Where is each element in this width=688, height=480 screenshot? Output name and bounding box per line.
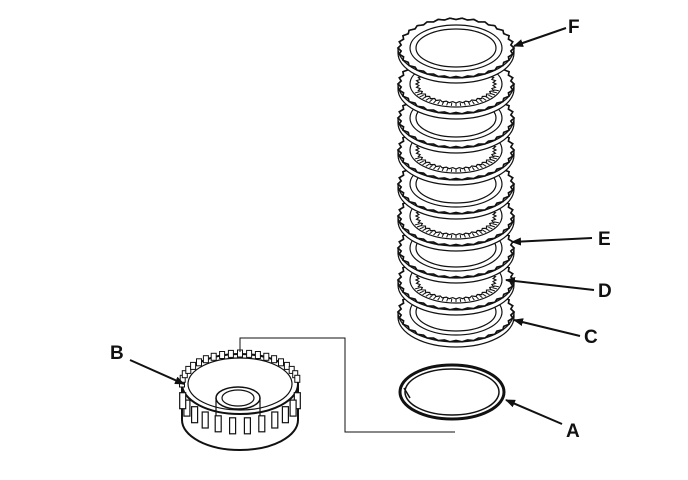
label-d: D (598, 281, 612, 302)
drum-tooth (263, 352, 270, 361)
drum-slot (229, 417, 237, 435)
drum-tooth (294, 374, 301, 383)
drum-tooth (288, 365, 295, 374)
drum-tooth (196, 358, 202, 367)
clutch-plate (396, 17, 516, 84)
label-f: F (568, 17, 580, 38)
guide-lines (239, 337, 455, 433)
label-b: B (110, 343, 124, 364)
callout-c: C (513, 318, 598, 348)
snap-ring (398, 363, 506, 421)
drum-slot (271, 411, 279, 429)
clutch-plate-stack (396, 17, 516, 348)
callout-f: F (513, 17, 580, 47)
label-a: A (566, 421, 580, 442)
label-c: C (584, 327, 598, 348)
drum-slot (258, 415, 266, 433)
callout-d: D (505, 277, 612, 302)
drum-slot (179, 392, 187, 410)
drum-tooth (254, 351, 261, 359)
drum-slot (201, 411, 209, 429)
drum-tooth (210, 352, 217, 361)
drum-tooth (202, 355, 209, 364)
callout-e: E (511, 229, 611, 250)
callout-b: B (110, 343, 185, 385)
drum-tooth (246, 349, 253, 358)
drum-tooth (190, 361, 197, 370)
drum-slot (281, 406, 289, 424)
drum-tooth (271, 355, 278, 364)
drum-tooth (283, 361, 290, 370)
drum-slot (214, 415, 222, 433)
drum-slot (289, 399, 297, 417)
drum-tooth (278, 358, 284, 367)
drum-slot (191, 406, 199, 424)
clutch-drum (179, 349, 301, 451)
drum-tooth (185, 365, 192, 374)
callout-a: A (505, 399, 580, 442)
drum-slot (243, 417, 251, 435)
label-e: E (598, 229, 611, 250)
drum-tooth (219, 351, 226, 359)
drum-tooth (227, 349, 234, 358)
